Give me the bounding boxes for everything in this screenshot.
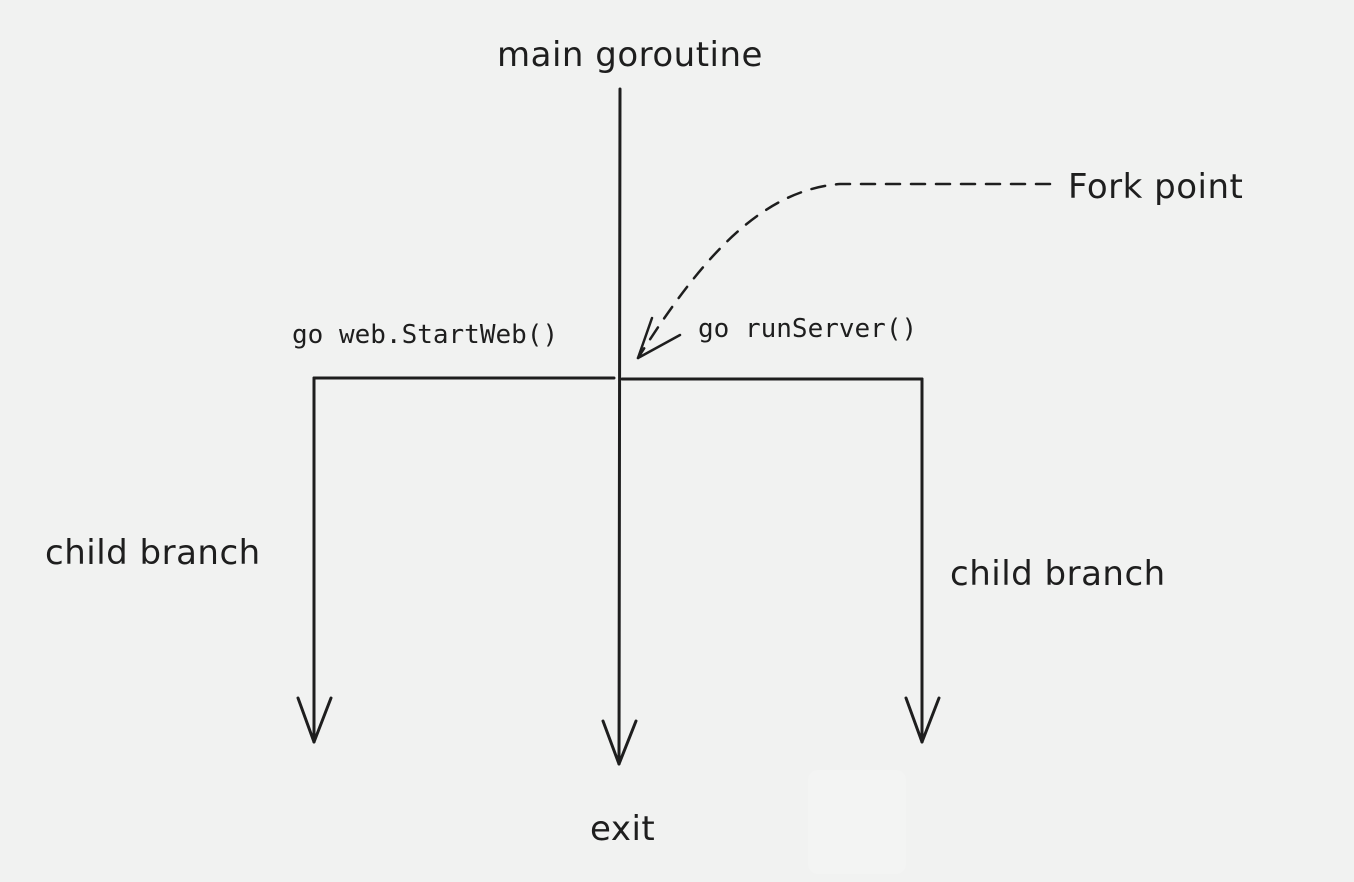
left-call-label: go web.StartWeb() [292,320,559,350]
right-branch-arrowhead [904,696,941,744]
main-goroutine-line [617,87,622,766]
exit-arrowhead [601,719,638,766]
fork-point-label: Fork point [1068,167,1244,207]
exit-label: exit [590,809,656,849]
left-branch-label: child branch [45,533,261,573]
right-branch-label: child branch [950,554,1166,594]
left-branch-arrowhead [296,696,333,744]
faint-placeholder-box [808,770,906,874]
main-goroutine-label: main goroutine [497,35,763,75]
fork-point-pointer [636,182,1052,360]
right-call-label: go runServer() [698,314,918,344]
fork-bar [312,376,924,381]
fork-point-pointer-head [636,316,682,360]
